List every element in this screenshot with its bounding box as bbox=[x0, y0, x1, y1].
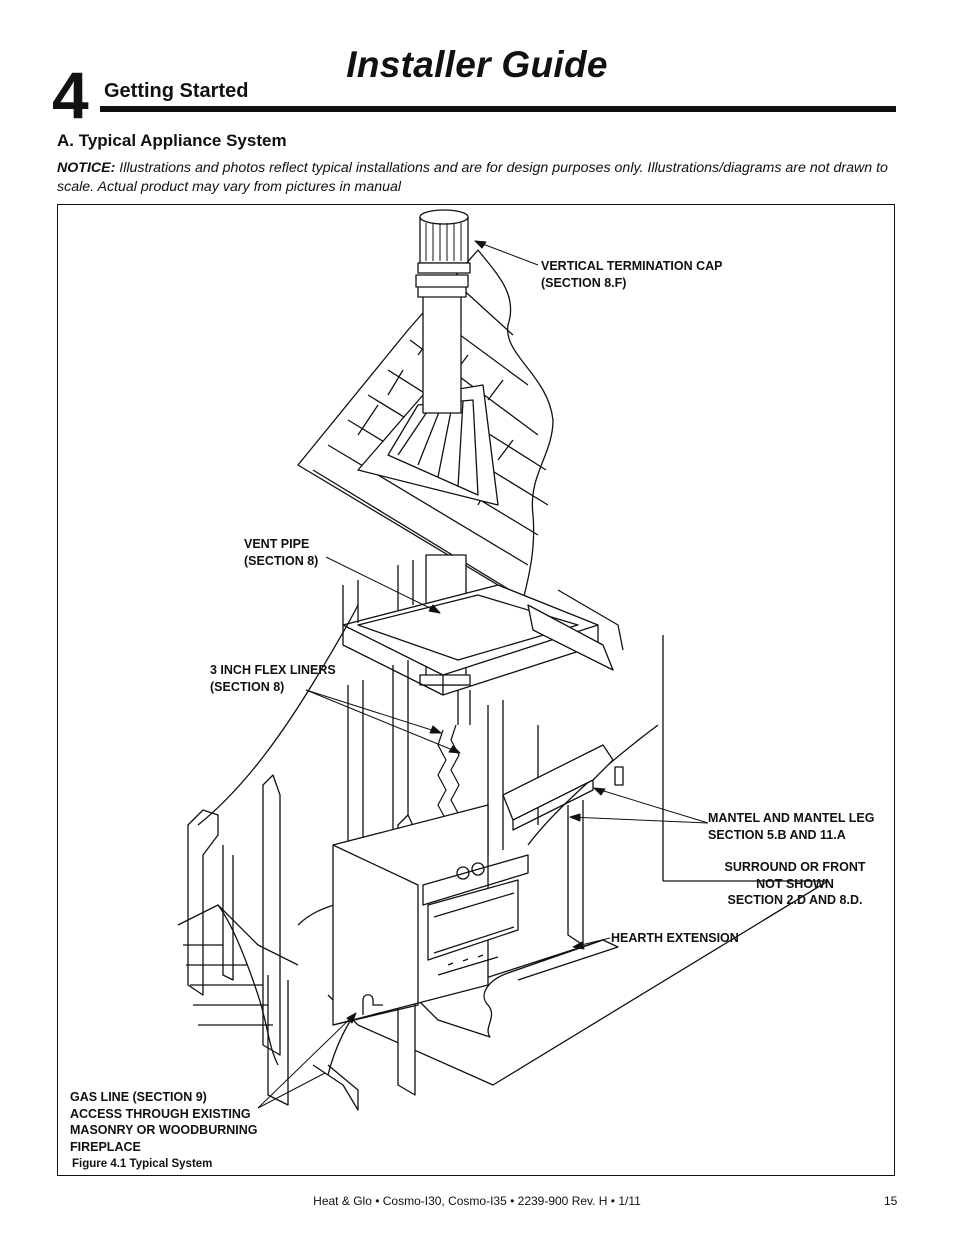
mantel bbox=[502, 744, 624, 946]
callout-gas-line: GAS LINE (SECTION 9) ACCESS THROUGH EXIS… bbox=[70, 1090, 258, 1154]
footer-text: Heat & Glo • Cosmo-I30, Cosmo-I35 • 2239… bbox=[313, 1194, 641, 1208]
figure-frame: VERTICAL TERMINATION CAP (SECTION 8.F) V… bbox=[57, 204, 895, 1176]
callout-flex-liners: 3 INCH FLEX LINERS (SECTION 8) bbox=[210, 663, 336, 694]
callout-leaders bbox=[257, 240, 709, 1109]
section-heading: A. Typical Appliance System bbox=[57, 131, 287, 150]
callout-surround: SURROUND OR FRONT NOT SHOWN SECTION 2.D … bbox=[724, 860, 866, 907]
page-number: 15 bbox=[884, 1194, 898, 1208]
callout-vent-pipe: VENT PIPE (SECTION 8) bbox=[244, 537, 319, 568]
figure-caption: Figure 4.1 Typical System bbox=[72, 1158, 213, 1170]
roof bbox=[297, 249, 554, 601]
callout-hearth-extension: HEARTH EXTENSION bbox=[611, 931, 739, 945]
typical-system-illustration bbox=[177, 209, 829, 1111]
document-title: Installer Guide bbox=[346, 44, 608, 85]
notice-paragraph: NOTICE: Illustrations and photos reflect… bbox=[57, 159, 907, 197]
hearth-extension bbox=[417, 939, 619, 1038]
fireplace-insert bbox=[332, 804, 529, 1026]
termination-cap bbox=[417, 209, 471, 274]
notice-label: NOTICE: bbox=[57, 160, 116, 176]
notice-text: Illustrations and photos reflect typical… bbox=[57, 160, 888, 195]
header-rule bbox=[100, 106, 896, 112]
chapter-number: 4 bbox=[52, 58, 89, 132]
callout-mantel: MANTEL AND MANTEL LEG SECTION 5.B AND 11… bbox=[708, 811, 875, 842]
callout-termination-cap: VERTICAL TERMINATION CAP (SECTION 8.F) bbox=[541, 259, 723, 290]
gas-line bbox=[362, 994, 383, 1015]
chapter-title: Getting Started bbox=[104, 80, 249, 102]
